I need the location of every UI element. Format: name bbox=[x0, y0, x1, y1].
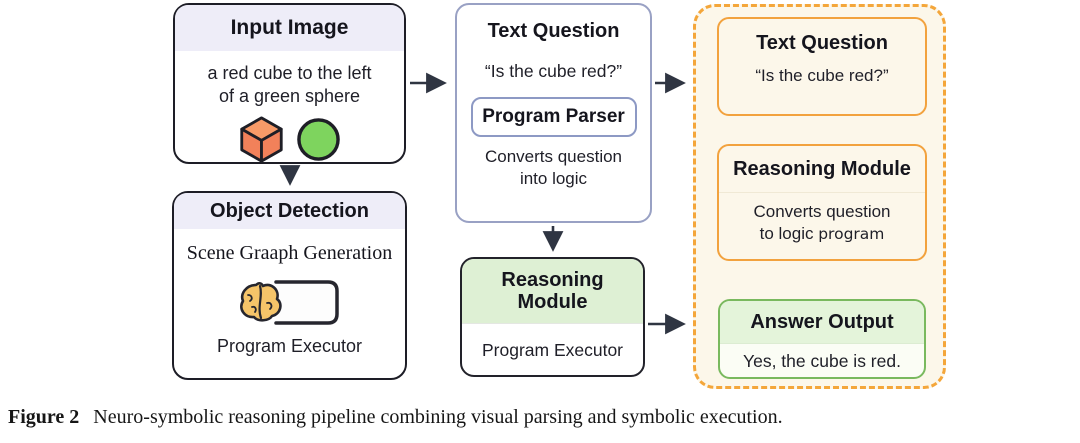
object-detection-footer: Program Executor bbox=[216, 336, 363, 356]
input-image-icons bbox=[175, 115, 404, 164]
panel-reasoning-module-box: Reasoning Module Converts question to lo… bbox=[717, 144, 927, 261]
green-sphere-icon bbox=[297, 118, 340, 161]
reasoning-module-title-line1: Reasoning bbox=[501, 268, 604, 291]
input-image-box: Input Image a red cube to the left of a … bbox=[173, 3, 406, 164]
text-question-description-line1: Converts question bbox=[484, 147, 623, 167]
figure-caption-text: Neuro-symbolic reasoning pipeline combin… bbox=[93, 406, 783, 428]
brain-program-card-icon bbox=[239, 280, 339, 325]
reasoning-module-title: Reasoning Module bbox=[462, 259, 643, 324]
text-question-description: Converts question into logic bbox=[457, 146, 650, 190]
input-image-title: Input Image bbox=[175, 5, 404, 51]
text-question-title: Text Question bbox=[487, 20, 620, 42]
panel-reasoning-description-line2-alt: program bbox=[818, 224, 885, 243]
text-question-box: Text Question “Is the cube red?” Program… bbox=[455, 3, 652, 223]
panel-reasoning-description-line2: to logic program bbox=[719, 223, 925, 245]
red-cube-icon bbox=[240, 116, 283, 163]
figure-caption-label: Figure 2 bbox=[8, 406, 80, 428]
object-detection-icon-wrap bbox=[174, 273, 405, 331]
figure-caption: Figure 2 Neuro-symbolic reasoning pipelin… bbox=[8, 406, 1074, 429]
answer-output-answer: Yes, the cube is red. bbox=[743, 350, 901, 371]
panel-text-question-question: “Is the cube red?” bbox=[755, 66, 889, 85]
panel-reasoning-module-title: Reasoning Module bbox=[719, 146, 925, 193]
input-image-description-line2: of a green sphere bbox=[218, 86, 361, 107]
text-question-question: “Is the cube red?” bbox=[484, 61, 623, 81]
answer-output-box: Answer Output Yes, the cube is red. bbox=[718, 299, 926, 379]
reasoning-module-body: Program Executor bbox=[481, 339, 624, 360]
object-detection-subtitle: Scene Graaph Generation bbox=[186, 242, 393, 264]
panel-text-question-title: Text Question bbox=[756, 32, 888, 54]
panel-reasoning-description-line2-main: to logic bbox=[759, 223, 814, 243]
program-parser-box: Program Parser bbox=[470, 97, 637, 138]
text-question-description-line2: into logic bbox=[519, 169, 588, 189]
input-image-description-line1: a red cube to the left bbox=[207, 63, 372, 83]
object-detection-box: Object Detection Scene Graaph Generation… bbox=[172, 191, 407, 380]
panel-reasoning-description-line1: Converts question bbox=[753, 202, 891, 221]
input-image-description: a red cube to the left of a green sphere bbox=[175, 62, 404, 108]
object-detection-title: Object Detection bbox=[174, 193, 405, 229]
answer-output-title: Answer Output bbox=[720, 301, 924, 344]
reasoning-module-title-line2: Module bbox=[517, 291, 588, 313]
panel-text-question-box: Text Question “Is the cube red?” bbox=[717, 17, 927, 116]
reasoning-module-box: Reasoning Module Program Executor bbox=[460, 257, 645, 377]
panel-reasoning-module-description: Converts question to logic program bbox=[719, 201, 925, 245]
